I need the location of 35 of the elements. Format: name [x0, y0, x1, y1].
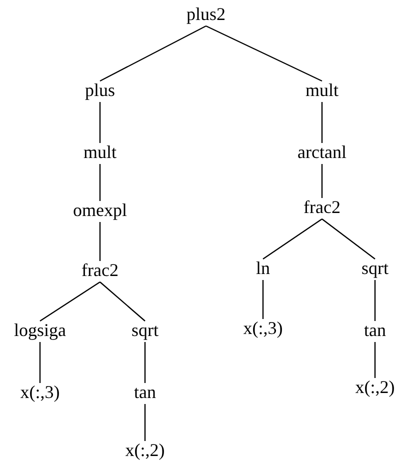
tree-branch-line [322, 218, 376, 260]
tree-node-label: tan [133, 382, 157, 402]
tree-node-label: frac2 [302, 197, 342, 217]
tree-node-label: frac2 [80, 260, 120, 280]
tree-node-label: sqrt [360, 258, 390, 278]
tree-node-label: ln [255, 258, 271, 278]
tree-node-label: mult [82, 142, 118, 162]
tree-branch-line [99, 102, 101, 143]
tree-branch-line [374, 342, 376, 378]
tree-node-label: x(:,2) [124, 440, 166, 460]
tree-branch-line [206, 25, 322, 82]
tree-node-label: x(:,2) [354, 377, 396, 397]
tree-branch-line [144, 404, 146, 441]
tree-node-label: plus [84, 80, 116, 100]
tree-branch-line [100, 25, 206, 82]
tree-branch-line [144, 342, 146, 383]
tree-branch-line [321, 102, 323, 143]
tree-branch-line [321, 164, 323, 198]
tree-branch-line [262, 280, 264, 319]
tree-branch-line [99, 222, 101, 261]
tree-node-label: plus2 [186, 4, 226, 24]
tree-node-label: arctanl [296, 142, 348, 162]
tree-branch-line [100, 282, 146, 322]
tree-branch-line [262, 218, 322, 260]
tree-node-label: logsiga [13, 320, 67, 340]
tree-node-label: tan [363, 320, 387, 340]
tree-node-label: sqrt [130, 320, 160, 340]
tree-node-label: x(:,3) [242, 318, 284, 338]
tree-branch-line [374, 280, 376, 321]
tree-branch-line [40, 282, 100, 322]
tree-node-label: x(:,3) [19, 382, 61, 402]
tree-node-label: omexpl [72, 200, 128, 220]
tree-node-label: mult [304, 80, 340, 100]
tree-branch-line [39, 342, 41, 383]
tree-branch-line [99, 164, 101, 201]
